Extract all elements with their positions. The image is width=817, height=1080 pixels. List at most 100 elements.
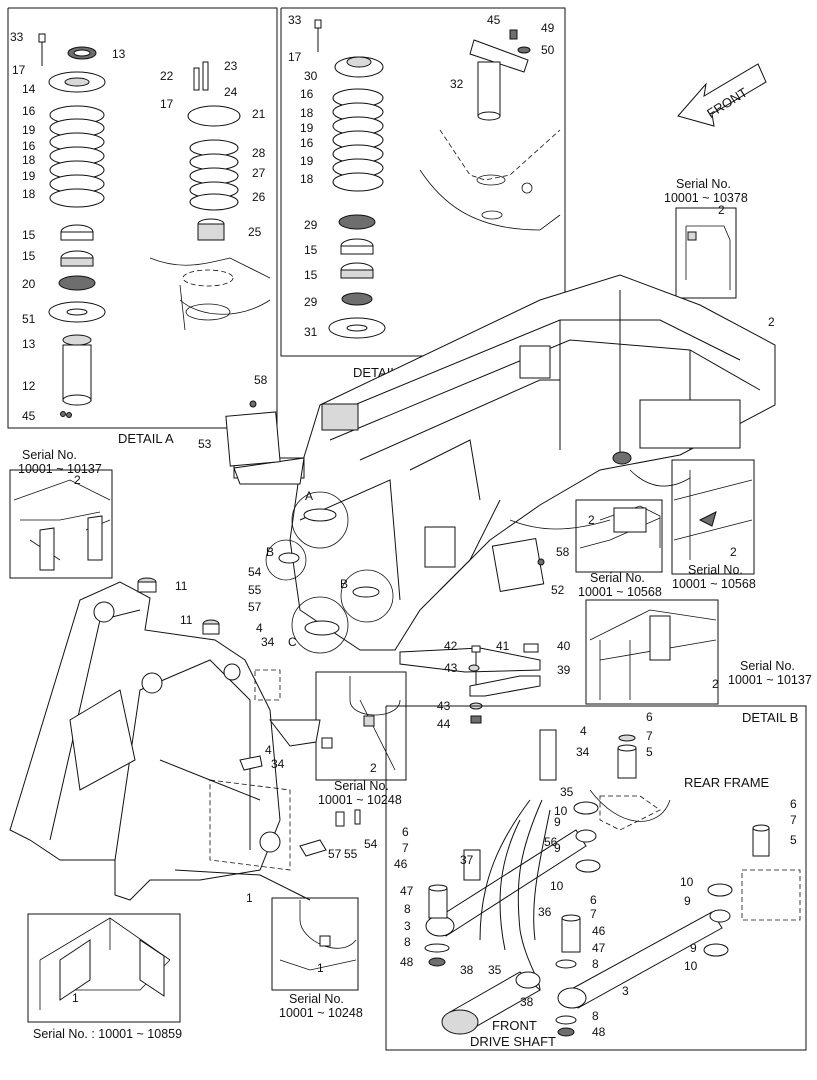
svg-text:28: 28	[252, 146, 266, 160]
svg-text:13: 13	[22, 337, 36, 351]
callouts-detail-a: 33 13 17 14 16 19 16 18 19 18 15 15 20 5…	[10, 30, 266, 423]
svg-text:17: 17	[160, 97, 174, 111]
svg-text:46: 46	[394, 857, 408, 871]
svg-text:19: 19	[300, 121, 314, 135]
svg-text:37: 37	[460, 853, 474, 867]
svg-text:49: 49	[541, 21, 555, 35]
svg-text:50: 50	[541, 43, 555, 57]
svg-text:10001 ~ 10568: 10001 ~ 10568	[672, 577, 756, 591]
svg-text:15: 15	[22, 249, 36, 263]
svg-text:16: 16	[22, 104, 36, 118]
svg-text:39: 39	[557, 663, 571, 677]
rear-frame-label: REAR FRAME	[684, 775, 770, 790]
svg-text:43: 43	[437, 699, 451, 713]
svg-text:41: 41	[496, 639, 510, 653]
svg-text:C: C	[288, 635, 297, 649]
svg-text:57: 57	[248, 600, 262, 614]
svg-text:Serial No.: Serial No.	[590, 571, 645, 585]
front-frame-assembly	[9, 577, 361, 901]
svg-text:19: 19	[300, 154, 314, 168]
rear-frame-assembly	[225, 274, 776, 724]
svg-text:35: 35	[560, 785, 574, 799]
svg-text:21: 21	[252, 107, 266, 121]
inset-serial-10248-left: Serial No. 10001 ~ 10248	[271, 897, 363, 1020]
svg-text:1: 1	[72, 991, 79, 1005]
svg-text:43: 43	[444, 661, 458, 675]
inset-serial-10137-left: Serial No. 10001 ~ 10137	[9, 448, 113, 579]
svg-text:17: 17	[12, 63, 26, 77]
svg-text:46: 46	[592, 924, 606, 938]
svg-text:4: 4	[256, 621, 263, 635]
svg-text:12: 12	[22, 379, 36, 393]
svg-text:53: 53	[198, 437, 212, 451]
svg-text:10: 10	[554, 804, 568, 818]
svg-text:47: 47	[592, 941, 606, 955]
detail-a-panel: DETAIL A	[7, 7, 278, 446]
svg-text:40: 40	[557, 639, 571, 653]
svg-text:32: 32	[450, 77, 464, 91]
svg-text:35: 35	[488, 963, 502, 977]
svg-text:15: 15	[304, 268, 318, 282]
svg-text:7: 7	[790, 813, 797, 827]
svg-text:10: 10	[550, 879, 564, 893]
svg-text:45: 45	[487, 13, 501, 27]
inset-serial-10859: Serial No. : 10001 ~ 10859	[27, 913, 182, 1041]
svg-text:2: 2	[74, 473, 81, 487]
svg-text:8: 8	[404, 902, 411, 916]
svg-text:10: 10	[684, 959, 698, 973]
svg-text:52: 52	[551, 583, 565, 597]
inset-serial-10378: Serial No. 10001 ~ 10378	[664, 177, 748, 299]
svg-text:54: 54	[248, 565, 262, 579]
svg-text:36: 36	[538, 905, 552, 919]
svg-text:Serial No.: Serial No.	[740, 659, 795, 673]
svg-text:Serial No.: Serial No.	[688, 563, 743, 577]
svg-text:9: 9	[554, 815, 561, 829]
detail-b-panel: DETAIL B REAR FRAME FRONT DRIVE SHAFT	[385, 705, 807, 1051]
svg-text:Serial No.: Serial No.	[676, 177, 731, 191]
svg-text:Serial No.: Serial No.	[22, 448, 77, 462]
detail-c-panel: DETAIL C	[280, 7, 566, 380]
svg-text:Serial No.: Serial No.	[289, 992, 344, 1006]
callouts-detail-b: 6 7 5 4 34 35 10 9 56 6 7 46 37 9 10 47 …	[394, 710, 797, 1039]
svg-text:29: 29	[304, 295, 318, 309]
svg-text:33: 33	[288, 13, 302, 27]
svg-text:B: B	[340, 577, 348, 591]
svg-text:38: 38	[460, 963, 474, 977]
svg-text:2: 2	[588, 513, 595, 527]
svg-text:6: 6	[790, 797, 797, 811]
svg-text:10001 ~ 10248: 10001 ~ 10248	[318, 793, 402, 807]
svg-text:4: 4	[265, 743, 272, 757]
svg-text:13: 13	[112, 47, 126, 61]
svg-text:18: 18	[300, 106, 314, 120]
spring-stack-a	[49, 105, 105, 208]
front-arrow: FRONT	[677, 63, 767, 127]
svg-text:10001 ~ 10137: 10001 ~ 10137	[18, 462, 102, 476]
svg-text:31: 31	[304, 325, 318, 339]
svg-text:11: 11	[180, 613, 193, 627]
svg-text:18: 18	[22, 187, 36, 201]
svg-text:55: 55	[344, 847, 358, 861]
svg-text:16: 16	[300, 136, 314, 150]
svg-text:2: 2	[718, 203, 725, 217]
callouts-detail-c: 33 45 49 17 50 30 32 16 18 19 16 19 18 2…	[288, 13, 555, 339]
spring-stack-b	[189, 139, 239, 211]
svg-text:8: 8	[592, 1009, 599, 1023]
svg-text:20: 20	[22, 277, 36, 291]
svg-text:10: 10	[680, 875, 694, 889]
svg-text:51: 51	[22, 312, 36, 326]
svg-text:1: 1	[317, 961, 324, 975]
front-drive-shaft-label-1: FRONT	[492, 1018, 537, 1033]
svg-text:8: 8	[404, 935, 411, 949]
inset-serial-10248-center: Serial No. 10001 ~ 10248	[315, 671, 407, 807]
svg-text:2: 2	[370, 761, 377, 775]
svg-text:7: 7	[590, 907, 597, 921]
svg-text:A: A	[305, 489, 313, 503]
svg-text:5: 5	[646, 745, 653, 759]
svg-text:42: 42	[444, 639, 458, 653]
spring-stack-c	[332, 88, 384, 192]
svg-text:15: 15	[304, 243, 318, 257]
svg-text:18: 18	[22, 153, 36, 167]
svg-text:55: 55	[248, 583, 262, 597]
svg-text:14: 14	[22, 82, 36, 96]
detail-b-title: DETAIL B	[742, 710, 798, 725]
